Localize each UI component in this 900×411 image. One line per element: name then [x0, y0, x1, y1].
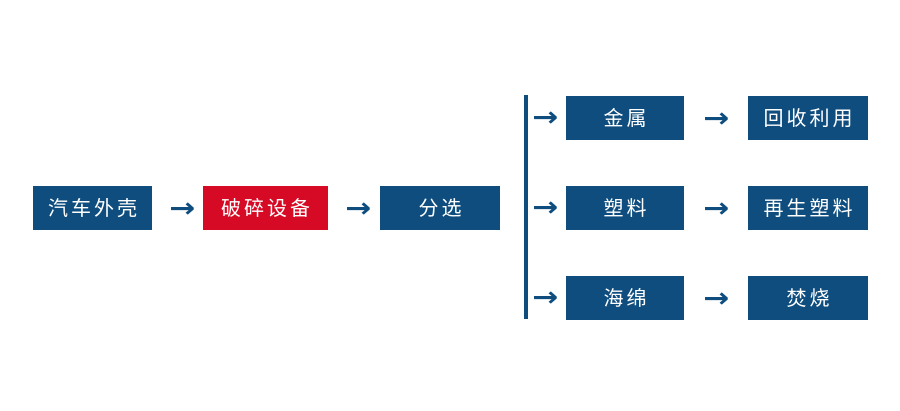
- arrow-glyph: →: [168, 192, 196, 224]
- node-label: 再生塑料: [763, 196, 856, 220]
- node-label: 回收利用: [763, 106, 856, 130]
- node-label: 塑料: [603, 196, 650, 220]
- arrow-glyph: →: [531, 191, 559, 223]
- node-label: 破碎设备: [221, 196, 313, 220]
- arrow-right-icon-sponge: →: [697, 278, 735, 318]
- arrow-glyph: →: [344, 192, 372, 224]
- node-sorting[interactable]: 分选: [380, 186, 500, 230]
- node-outcome-recycled-plastic[interactable]: 再生塑料: [748, 186, 868, 230]
- node-label: 焚烧: [786, 286, 833, 310]
- node-car-shell[interactable]: 汽车外壳: [33, 186, 152, 230]
- node-material-metal[interactable]: 金属: [566, 96, 684, 140]
- node-outcome-incineration[interactable]: 焚烧: [748, 276, 868, 320]
- arrow-glyph: →: [531, 281, 559, 313]
- branch-arrow-icon-plastic: →: [526, 187, 564, 227]
- arrow-right-icon-metal: →: [697, 98, 735, 138]
- node-label: 金属: [603, 106, 650, 130]
- node-outcome-recycle[interactable]: 回收利用: [748, 96, 868, 140]
- arrow-glyph: →: [531, 101, 559, 133]
- branch-arrow-icon-metal: →: [526, 97, 564, 137]
- node-material-sponge[interactable]: 海绵: [566, 276, 684, 320]
- arrow-right-icon-plastic: →: [697, 188, 735, 228]
- branch-arrow-icon-sponge: →: [526, 277, 564, 317]
- arrow-glyph: →: [702, 102, 730, 134]
- branch-bus-connector: [524, 95, 528, 319]
- node-label: 分选: [418, 196, 465, 220]
- node-label: 汽车外壳: [48, 196, 140, 220]
- node-crusher[interactable]: 破碎设备: [203, 186, 328, 230]
- arrow-glyph: →: [702, 282, 730, 314]
- arrow-glyph: →: [702, 192, 730, 224]
- node-material-plastic[interactable]: 塑料: [566, 186, 684, 230]
- node-label: 海绵: [603, 286, 650, 310]
- arrow-right-icon-1: →: [163, 188, 201, 228]
- arrow-right-icon-2: →: [339, 188, 377, 228]
